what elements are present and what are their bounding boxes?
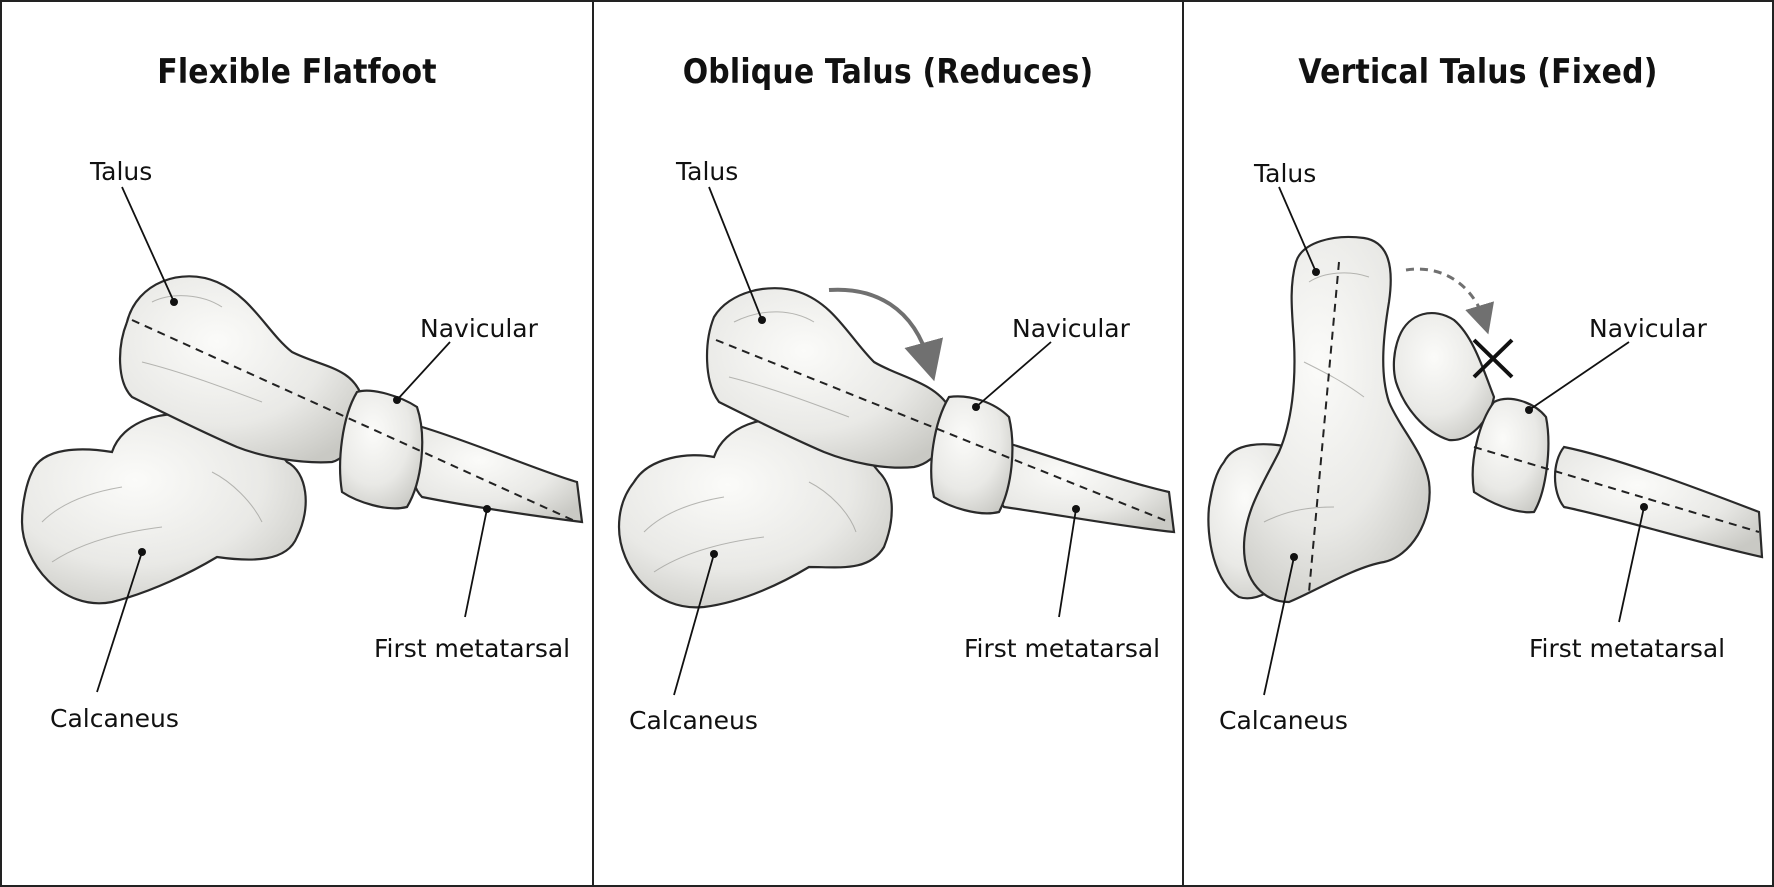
talar-axis-line — [131, 319, 578, 523]
label-calcaneus: Calcaneus — [1219, 706, 1348, 735]
label-navicular: Navicular — [420, 314, 539, 343]
panel-flexible-flatfoot: Flexible Flatfoot Talus Navic — [2, 2, 592, 885]
calcaneus-leader — [673, 553, 715, 696]
navicular-bone — [339, 389, 424, 510]
talus-leader — [121, 186, 175, 303]
label-calcaneus: Calcaneus — [50, 704, 179, 733]
panel-title: Flexible Flatfoot — [157, 52, 437, 92]
diagram-oblique-talus: Talus Navicular Calcaneus First metatars… — [617, 157, 1176, 735]
label-first-metatarsal: First metatarsal — [374, 634, 570, 663]
panel-title: Oblique Talus (Reduces) — [682, 52, 1094, 92]
talus-leader — [1278, 186, 1317, 273]
talus-bone — [1242, 235, 1431, 604]
blocked-reduction-arrow — [1405, 267, 1494, 335]
first-metatarsal-leader — [464, 508, 488, 618]
panel-oblique-talus: Oblique Talus (Reduces) — [592, 2, 1182, 885]
calcaneus-leader — [1263, 556, 1295, 696]
navicular-bone — [930, 395, 1014, 515]
reduction-arrow — [828, 287, 944, 382]
label-calcaneus: Calcaneus — [629, 706, 758, 735]
diagram-flexible-flatfoot: Talus Navicular Calcaneus First metatars… — [20, 157, 584, 733]
first-metatarsal-leader — [1058, 508, 1077, 618]
label-talus: Talus — [1253, 159, 1316, 188]
first-metatarsal-bone — [409, 425, 584, 524]
cuneiform-bone — [1471, 397, 1550, 514]
metatarsal-axis-line — [1473, 446, 1760, 533]
diagram-vertical-talus: Talus Navicular Calcaneus First metatars… — [1207, 159, 1764, 735]
navicular-leader — [975, 341, 1052, 408]
navicular-leader — [1528, 341, 1630, 411]
label-navicular: Navicular — [1589, 314, 1708, 343]
label-first-metatarsal: First metatarsal — [964, 634, 1160, 663]
calcaneus-bone — [617, 417, 893, 609]
blocked-x-icon — [1472, 338, 1514, 379]
panel-vertical-talus: Vertical Talus (Fixed) — [1182, 2, 1772, 885]
calcaneus-leader — [96, 551, 143, 693]
calcaneus-bone — [20, 412, 307, 605]
first-metatarsal-leader — [1618, 506, 1645, 623]
navicular-bone — [1392, 311, 1496, 442]
label-first-metatarsal: First metatarsal — [1529, 634, 1725, 663]
label-talus: Talus — [89, 157, 152, 186]
talar-axis-line — [715, 339, 1170, 523]
panel-title: Vertical Talus (Fixed) — [1298, 52, 1658, 92]
label-talus: Talus — [675, 157, 738, 186]
label-navicular: Navicular — [1012, 314, 1131, 343]
talus-leader — [708, 186, 763, 321]
first-metatarsal-bone — [1554, 445, 1764, 559]
navicular-leader — [396, 341, 451, 401]
